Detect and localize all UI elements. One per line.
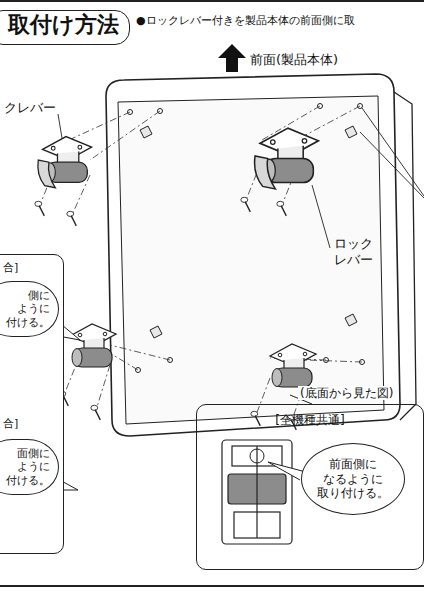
node-text: 側に ように 付ける。: [4, 289, 50, 329]
part-label: (底面から見た図): [298, 386, 395, 400]
part-label: ロック レバー: [334, 236, 378, 267]
node-text: 取付け方法: [8, 12, 119, 38]
node-text: 面側に ように 付ける。: [4, 447, 50, 487]
note-panel: [全機種共通] 前面側に なるように 取り付ける。: [196, 404, 424, 570]
part-label: 前面(製品本体): [250, 52, 338, 68]
part-label: クレバー: [4, 100, 56, 116]
note-panel: 合] 合] 側に ように 付ける。面側に ように 付ける。: [0, 254, 64, 554]
speech-bubble: 側に ように 付ける。: [0, 281, 59, 337]
node-text: 前面側に なるように 取り付ける。: [313, 457, 392, 500]
node-text: 合]: [3, 261, 18, 274]
speech-bubble: 面側に ように 付ける。: [0, 439, 59, 495]
node-text: [全機種共通]: [197, 413, 423, 427]
node-text: 合]: [3, 417, 18, 430]
speech-bubble: 前面側に なるように 取り付ける。: [301, 443, 405, 515]
part-label: ●ロックレバー付きを製品本体の前面側に取: [136, 14, 355, 27]
title-box: 取付け方法: [0, 10, 130, 45]
